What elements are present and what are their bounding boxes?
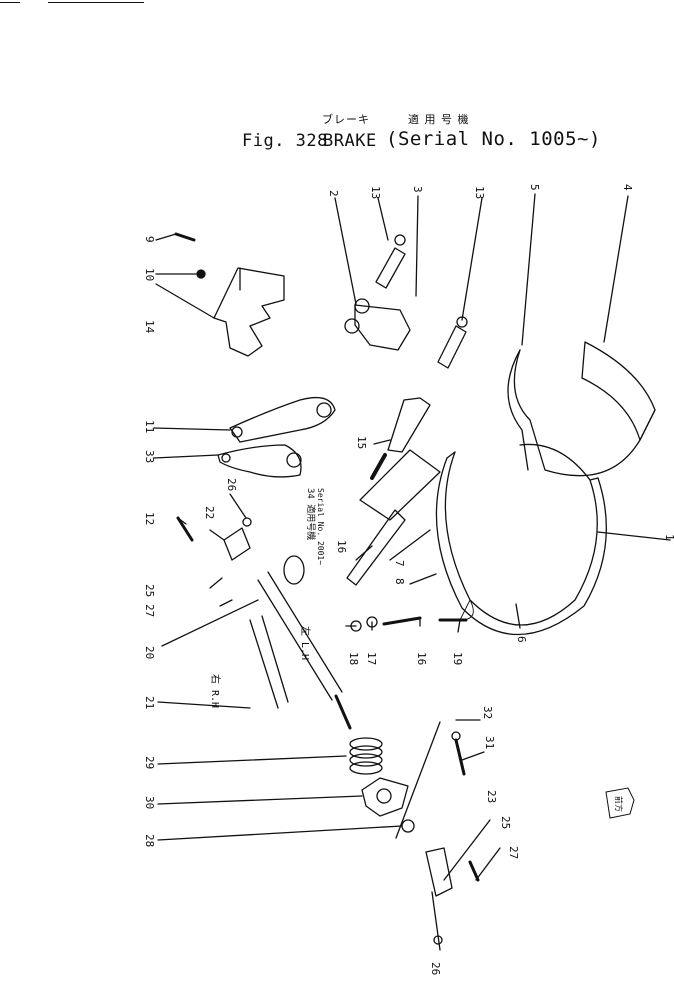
top-rule-long [48, 2, 144, 3]
callout-5: 5 [528, 184, 541, 191]
callout-17: 16 [415, 652, 428, 665]
lever-11 [229, 396, 336, 443]
callout-28: 28 [143, 834, 156, 847]
callout-30: 30 [143, 796, 156, 809]
brake-lining-4 [581, 341, 656, 441]
brake-band [435, 443, 607, 636]
callout-13-top-right: 13 [473, 186, 486, 199]
callout-13-top-left: 13 [369, 186, 382, 199]
figure-label: Fig. 328 [242, 131, 328, 151]
callout-6: 6 [515, 636, 528, 643]
pin-13-upper [375, 234, 406, 289]
washer-32 [451, 731, 461, 741]
label-rh: 右 R.H [209, 674, 222, 708]
top-rule-short [0, 2, 20, 3]
adjust-bolt-row [350, 616, 468, 632]
callout-14: 14 [143, 320, 156, 334]
nut-28 [401, 819, 415, 833]
callout-8: 8 [393, 578, 406, 585]
japanese-applicable-label: 適 用 号 機 [408, 113, 470, 126]
callout-26-lower: 26 [429, 962, 442, 975]
bracket-2 [344, 298, 411, 351]
pin-13-lower [437, 316, 468, 369]
callout-11: 11 [143, 420, 156, 433]
callout-27-lower: 27 [507, 846, 520, 859]
callout-25-left: 25 [143, 584, 156, 597]
callout-12: 12 [143, 512, 156, 525]
callout-25-lower: 25 [499, 816, 512, 829]
callout-27-left: 27 [143, 604, 156, 617]
callout-21: 20 [143, 646, 156, 659]
callout-16: 16 [335, 540, 348, 553]
page-title: BRAKE [323, 131, 377, 151]
bracket-plate-14 [213, 267, 285, 357]
callout-3: 3 [411, 186, 424, 193]
rod-16 [346, 509, 406, 586]
spring-12 [176, 516, 194, 542]
clevis-plate [359, 449, 441, 521]
serial-range: (Serial No. 1005~) [386, 128, 601, 150]
shaft-22 [249, 615, 289, 709]
yoke-24 [425, 847, 480, 897]
title-block: ブレーキ 適 用 号 機 Fig. 328 BRAKE (Serial No. … [0, 0, 674, 160]
cylinder-15 [370, 397, 431, 480]
callout-22: 21 [143, 696, 156, 709]
front-arrow-label: 前方 [614, 796, 624, 812]
brake-lining-5 [507, 349, 656, 477]
callout-24: 23 [485, 790, 498, 803]
callout-20: 19 [451, 652, 464, 665]
spring-29 [349, 737, 383, 775]
lever-23 [223, 517, 252, 561]
note-34-serial: Serial No. 2001~ [316, 488, 325, 565]
lever-33 [217, 444, 302, 478]
callout-26-upper: 26 [225, 478, 238, 491]
bolt-9 [174, 232, 196, 242]
callout-23: 22 [203, 506, 216, 519]
callout-9: 9 [143, 236, 156, 243]
callout-4: 4 [621, 184, 634, 191]
callout-7: 7 [393, 560, 406, 567]
callout-1: 1 [663, 534, 674, 541]
callout-29: 29 [143, 756, 156, 769]
callout-32: 32 [481, 706, 494, 719]
washer-10 [196, 269, 206, 279]
note-34: 34 適用号機 [305, 488, 317, 540]
callout-10: 10 [143, 268, 156, 281]
callout-15: 15 [355, 436, 368, 449]
housing-30 [361, 777, 409, 817]
japanese-title: ブレーキ [322, 113, 370, 126]
bolt-31 [454, 738, 466, 776]
shaft-21 [257, 571, 352, 730]
callout-2: 2 [327, 190, 340, 197]
plate-34 [283, 555, 305, 585]
callout-33: 33 [143, 450, 156, 463]
callout-31: 31 [483, 736, 496, 749]
front-arrow-icon [605, 787, 635, 819]
callout-19: 18 [347, 652, 360, 665]
label-lh: 左 L.H [299, 626, 312, 660]
callout-18: 17 [365, 652, 378, 665]
